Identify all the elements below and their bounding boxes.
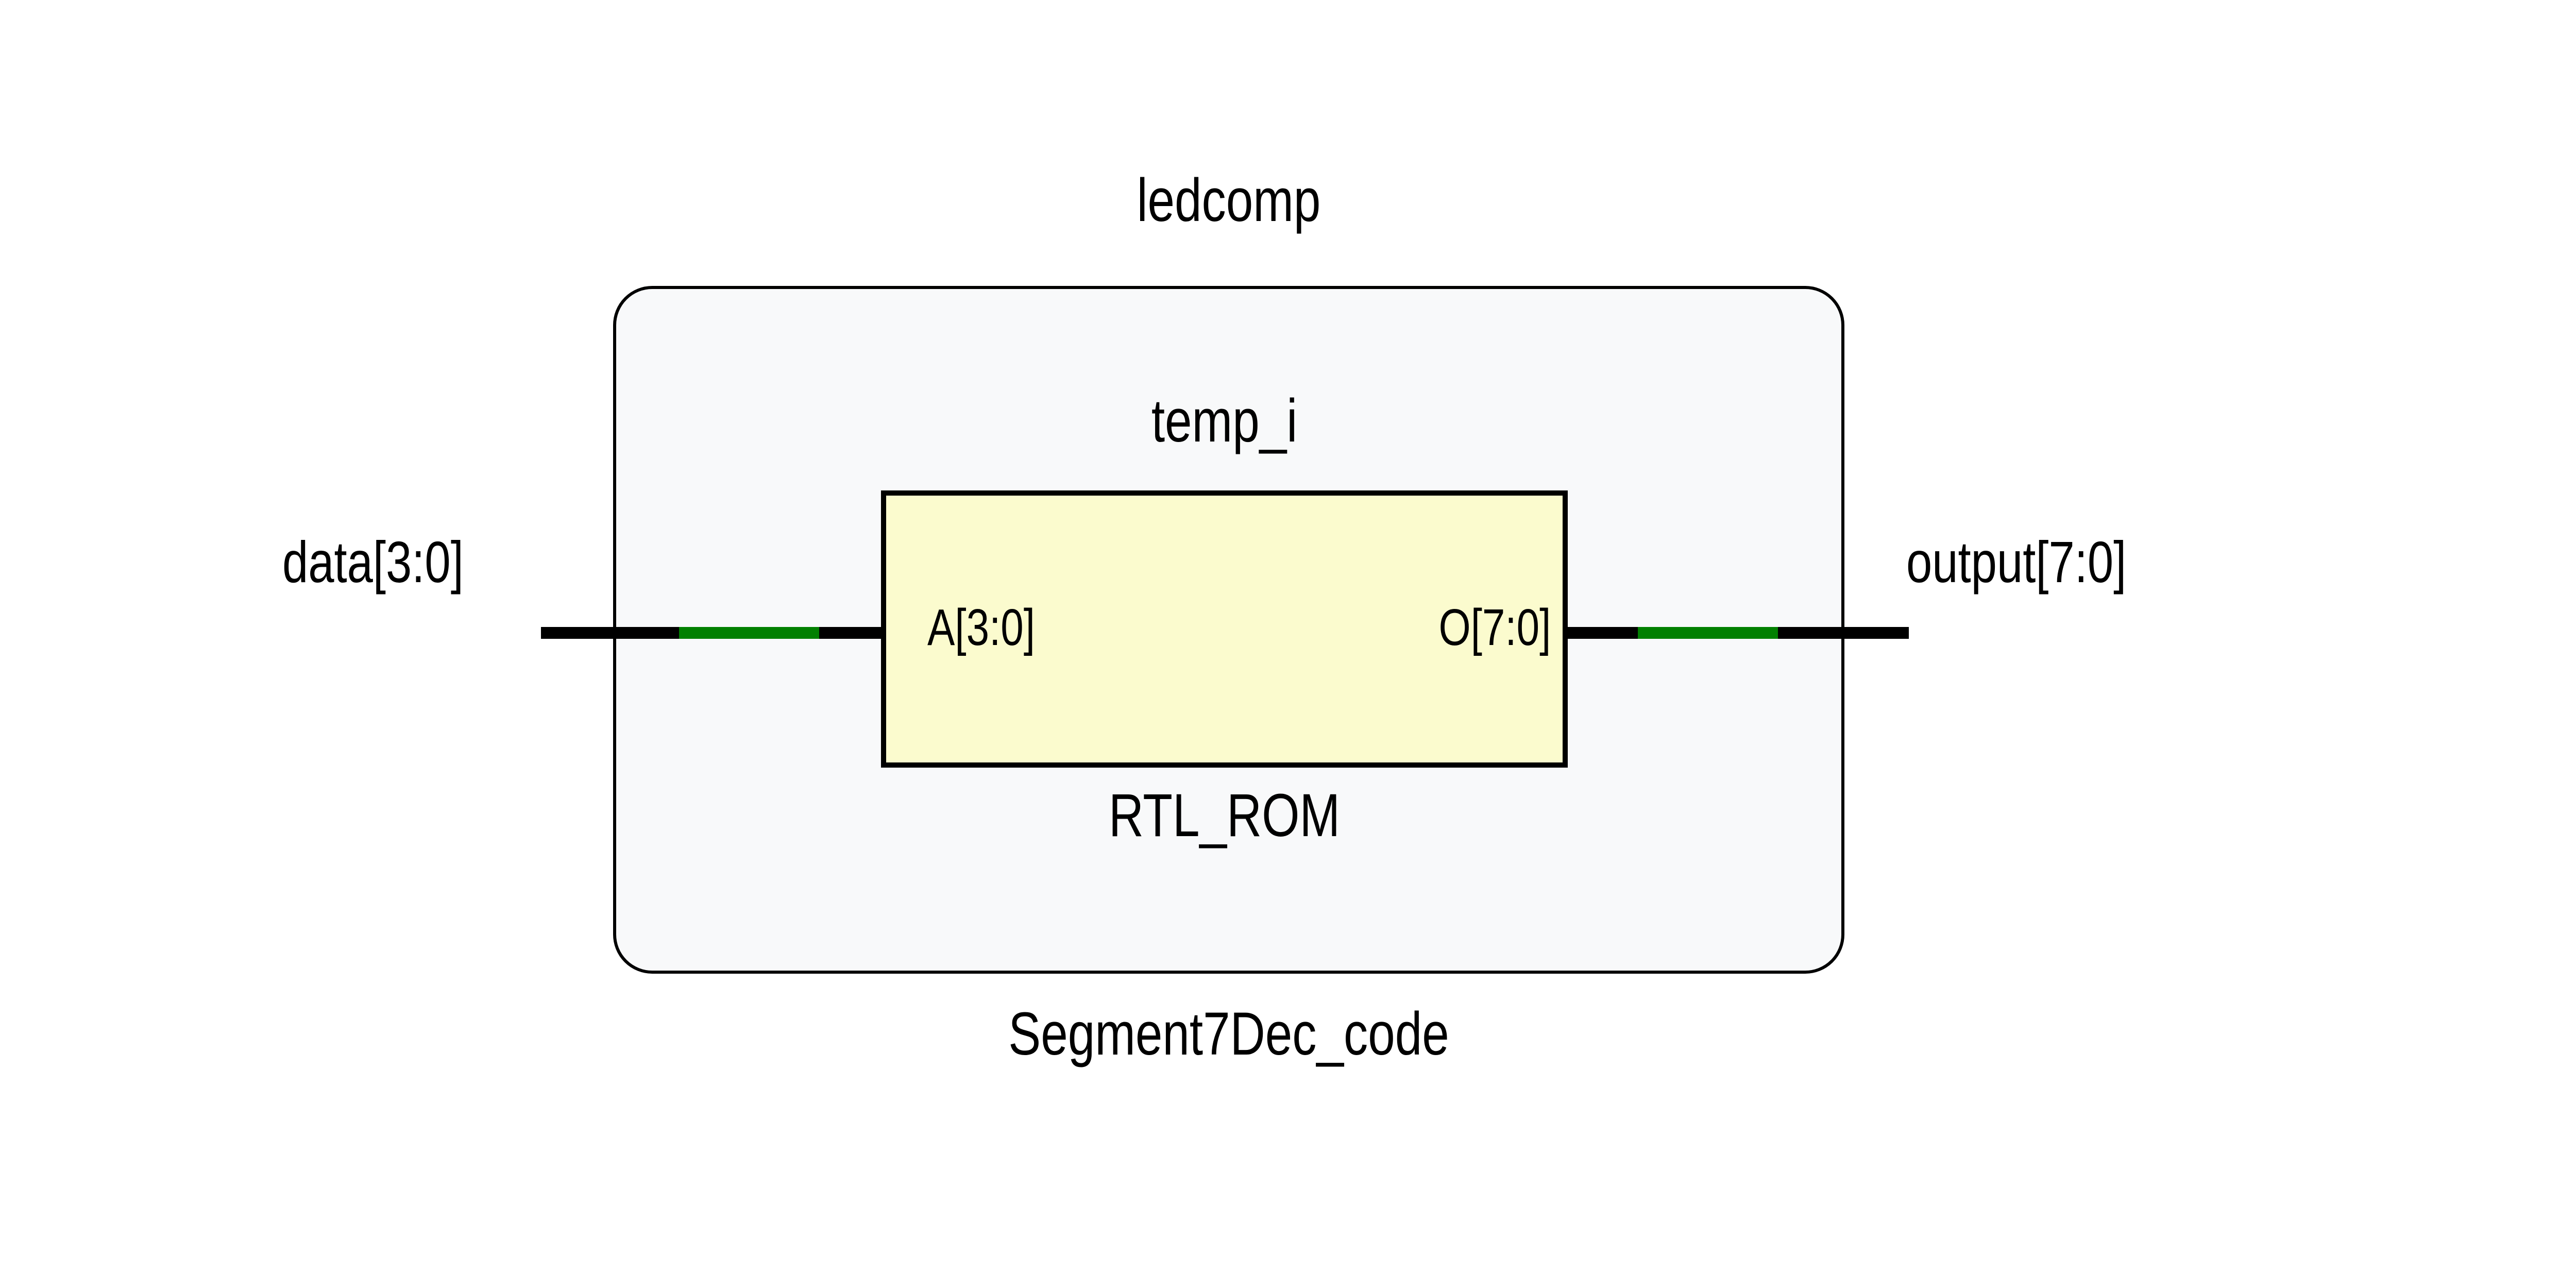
outer-module-instance-name: ledcomp	[1137, 166, 1321, 234]
bus-segment-indicator	[1638, 627, 1778, 639]
rom-cell-type-label: RTL_ROM	[1108, 782, 1341, 850]
bus-segment-indicator	[679, 627, 819, 639]
rom-cell-body[interactable]	[881, 490, 1568, 768]
port-label-data[interactable]: data[3:0]	[282, 530, 464, 595]
port-label-output[interactable]: output[7:0]	[1906, 530, 2127, 595]
rom-pin-o-label: O[7:0]	[1438, 599, 1551, 656]
rom-pin-a-label: A[3:0]	[927, 599, 1036, 656]
net-rom-o-to-output[interactable]	[1566, 627, 1909, 639]
outer-module-cell-type-label: Segment7Dec_code	[1008, 1000, 1449, 1068]
rom-instance-name: temp_i	[1151, 387, 1298, 455]
net-data-to-rom-a[interactable]	[541, 627, 883, 639]
